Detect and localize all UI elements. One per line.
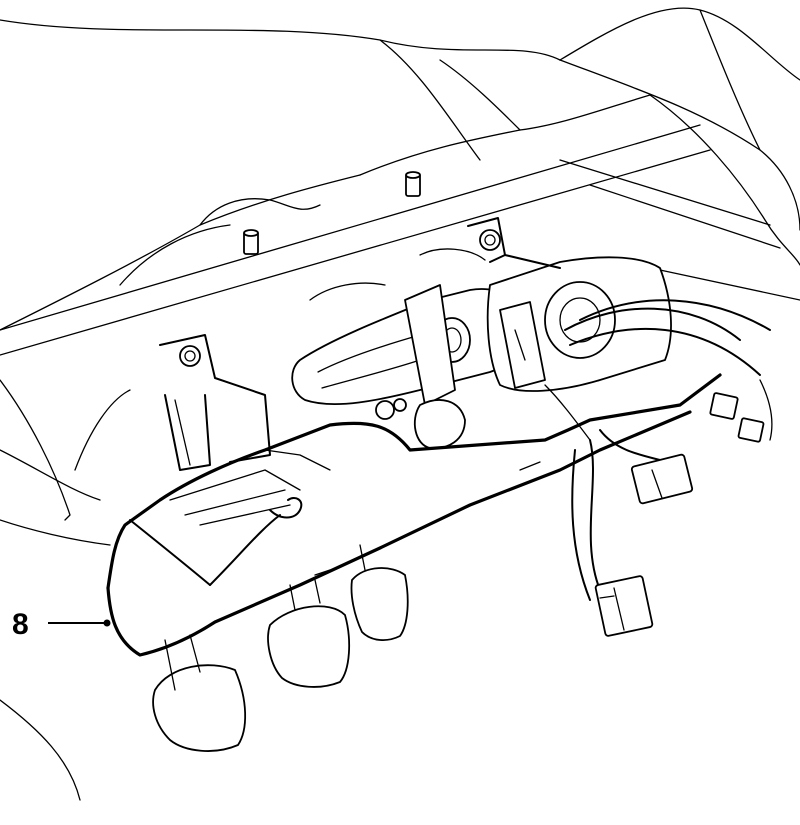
steering-column	[291, 248, 527, 450]
callout-leader-dot	[103, 619, 111, 627]
callout-label-8: 8	[12, 608, 29, 641]
mounting-stud-left	[243, 229, 259, 255]
bracket-right	[467, 217, 561, 269]
clutch-pedal	[267, 579, 350, 688]
lower-cover-panel	[106, 373, 722, 657]
connector-middle	[630, 453, 694, 505]
switch-housing	[486, 256, 672, 392]
dashboard-outline	[0, 7, 800, 331]
connector-upper-right	[709, 392, 765, 443]
accelerator-pedal	[350, 544, 409, 641]
dashboard-rails	[0, 124, 800, 356]
bracket-left	[159, 334, 271, 471]
connector-lower	[594, 575, 654, 637]
mounting-stud-right	[405, 171, 421, 197]
brake-pedal	[152, 634, 247, 752]
left-panel	[0, 379, 131, 801]
callout-8: 8	[12, 608, 111, 641]
